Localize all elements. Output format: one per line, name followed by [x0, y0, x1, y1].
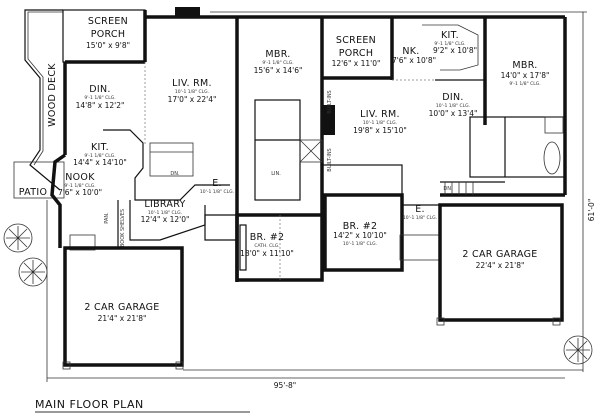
left-unit-walls [50, 7, 239, 282]
ceiling-label: 9'-1 1/8" CLG. [84, 95, 115, 101]
ceiling-label: 10'-1 1/8" CLG. [403, 215, 437, 221]
room-label: MBR. [512, 60, 537, 71]
room-label: SCREEN [336, 35, 376, 46]
room-dims: 14'4" x 14'10" [73, 158, 127, 167]
ceiling-label: 9'-1 1/8" CLG. [262, 60, 293, 66]
room-dims: 12'6" x 11'0" [332, 59, 381, 68]
room-dims: 14'8" x 12'2" [76, 101, 125, 110]
room-dims: 17'0" x 22'4" [168, 95, 217, 104]
room-dims: 19'8" x 15'10" [353, 126, 407, 135]
room-label: DIN. [89, 84, 110, 95]
ceiling-label: 10'-1 1/8" CLG. [200, 189, 234, 195]
room-label: LIBRARY [144, 199, 185, 210]
room-label: BR. #2 [343, 221, 378, 232]
room-label: MBR. [265, 49, 290, 60]
tree-icon [3, 223, 33, 253]
ceiling-label: 10'-1 1/8" CLG. [343, 241, 377, 247]
room-label: 2 CAR GARAGE [462, 249, 537, 260]
room-dims: 21'4" x 21'8" [98, 314, 147, 323]
room-label: E. [415, 204, 425, 215]
room-label: NOOK [65, 172, 95, 183]
plan-title: MAIN FLOOR PLAN [35, 398, 144, 411]
pantry-label: PAN. [104, 212, 110, 224]
room-dims: 7'6" x 10'0" [58, 188, 102, 197]
ceiling-label: 9'-1 1/8" CLG. [509, 81, 540, 87]
ceiling-label: 10'-1 1/8" CLG. [436, 103, 470, 109]
tree-icon [18, 257, 48, 287]
tree-icon [563, 335, 593, 365]
room-label: LIV. RM. [360, 109, 400, 120]
room-dims: 22'4" x 21'8" [476, 261, 525, 270]
room-dims: 12'4" x 12'0" [141, 215, 190, 224]
width-dimension: 95'-8" [274, 381, 297, 390]
room-dims: 15'6" x 14'6" [254, 66, 303, 75]
room-label: BR. #2 [250, 232, 285, 243]
closet-label: LIN. [271, 171, 281, 177]
ceiling-label: 9'-1 1/8" CLG. [434, 41, 465, 47]
ceiling-label: CATH. CLG. [254, 243, 279, 249]
wood-deck [24, 9, 63, 191]
garage-right [438, 203, 564, 322]
built-ins-label: BUILT-INS [327, 90, 333, 113]
room-label: PATIO [19, 187, 47, 198]
ceiling-label: 9'-1 1/8" CLG. [84, 153, 115, 159]
room-dims: 14'2" x 10'10" [333, 231, 387, 240]
room-dims: 9'2" x 10'8" [433, 46, 477, 55]
room-dims: 7'6" x 10'8" [392, 56, 436, 65]
room-label: WOOD DECK [47, 63, 58, 127]
right-unit-walls [204, 15, 567, 272]
ceiling-label: 10'-1 1/8" CLG. [148, 210, 182, 216]
built-ins-label: BUILT-INS [327, 148, 333, 171]
dimension-lines [46, 11, 587, 382]
ceiling-label: 10'-1 1/8" CLG. [363, 120, 397, 126]
fireplace [175, 7, 200, 18]
room-label: SCREEN [88, 16, 128, 27]
room-label: PORCH [91, 29, 126, 40]
room-label: NK. [402, 46, 419, 57]
room-dims: 10'0" x 13'4" [429, 109, 478, 118]
depth-dimension: 61'-0" [587, 199, 596, 222]
room-label: KIT. [441, 30, 459, 41]
room-dims: 15'0" x 9'8" [86, 41, 130, 50]
room-label: PORCH [339, 48, 374, 59]
room-label: BOOK SHELVES [120, 209, 126, 247]
room-dims: 14'0" x 17'8" [501, 71, 550, 80]
stair-label: DN. [170, 171, 180, 177]
room-label: E. [212, 178, 222, 189]
garage-left [63, 246, 184, 367]
ceiling-label: 10'-1 1/8" CLG. [175, 89, 209, 95]
room-label: 2 CAR GARAGE [84, 302, 159, 313]
room-label: KIT. [91, 142, 109, 153]
room-dims: 13'0" x 11'10" [240, 249, 294, 258]
patio [13, 161, 65, 199]
ceiling-label: 9'-1 1/8" CLG. [64, 183, 95, 189]
room-label: LIV. RM. [172, 78, 212, 89]
stair-label: DN. [443, 186, 453, 192]
room-label: DIN. [442, 92, 463, 103]
